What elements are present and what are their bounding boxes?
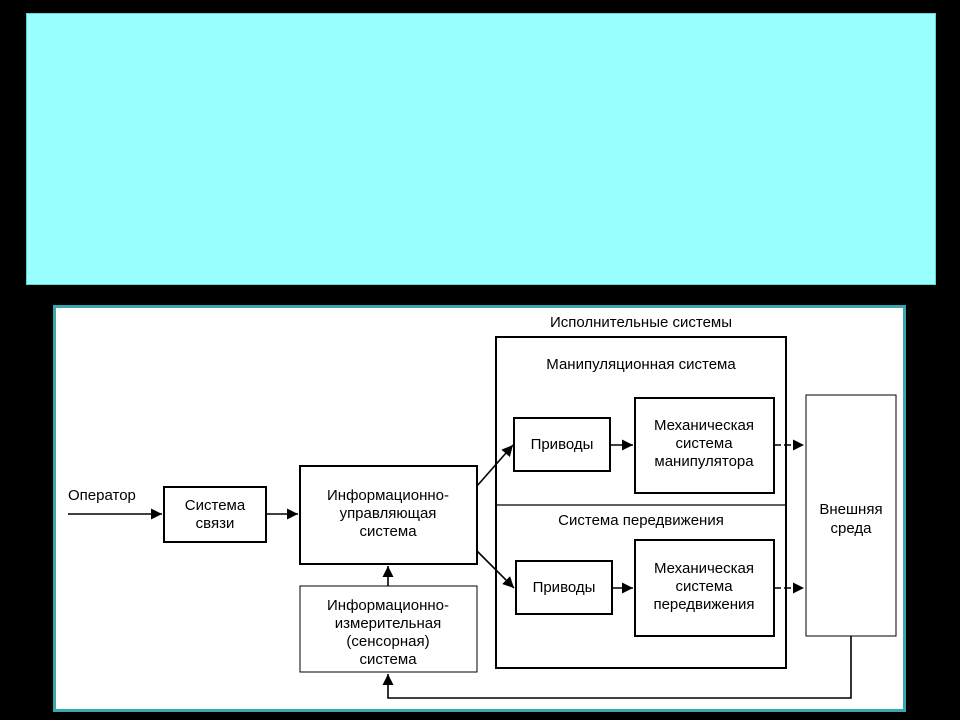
node-text-line: Приводы (531, 436, 594, 453)
locomotion-system-label: Система передвижения (558, 512, 724, 529)
node-text-line: система (675, 578, 733, 595)
edge-environment-feedback-to-sensor (382, 636, 852, 699)
node-text-line: Информационно- (327, 597, 449, 614)
drives-manipulator-node: Приводы (513, 417, 611, 472)
mechanical-manipulator-node: Механическая система манипулятора (634, 397, 775, 494)
executive-systems-label: Исполнительные системы (550, 314, 732, 331)
environment-node: Внешняя среда (805, 394, 897, 637)
node-text-line: система (359, 523, 417, 540)
node-text-line: Механическая (654, 560, 754, 577)
sensor-system-node: Информационно- измерительная (сенсорная)… (299, 585, 478, 673)
operator-label: Оператор (68, 487, 136, 504)
sensor-system-box (299, 585, 478, 673)
node-text-line: манипулятора (654, 453, 754, 470)
node-text-line: передвижения (653, 596, 754, 613)
robot-structure-diagram: Исполнительные системы Манипуляционная с… (68, 314, 897, 699)
node-text-line: (сенсорная) (346, 633, 429, 650)
node-text-line: система (359, 651, 417, 668)
edge-control-to-drives-manipulator (476, 444, 514, 487)
node-text-line: управляющая (340, 505, 437, 522)
node-text-line: среда (831, 520, 873, 537)
drives-locomotion-box (515, 560, 613, 615)
node-text-line: Информационно- (327, 487, 449, 504)
executive-systems-group (495, 336, 787, 669)
node-text-line: Механическая (654, 417, 754, 434)
control-system-box (299, 465, 478, 565)
mechanical-locomotion-box (634, 539, 775, 637)
node-text-line: измерительная (335, 615, 442, 632)
mechanical-locomotion-node: Механическая система передвижения (634, 539, 775, 637)
node-text-line: система (675, 435, 733, 452)
drives-locomotion-node: Приводы (515, 560, 613, 615)
control-system-node: Информационно- управляющая система (299, 465, 478, 565)
communication-node: Система связи (163, 486, 267, 543)
title-panel (26, 13, 936, 285)
communication-box (163, 486, 267, 543)
node-text-line: Приводы (533, 579, 596, 596)
node-text-line: Внешняя (819, 501, 882, 518)
diagram-frame: Исполнительные системы Манипуляционная с… (53, 305, 906, 712)
node-text-line: связи (196, 515, 235, 532)
manipulation-system-label: Манипуляционная система (546, 356, 736, 373)
node-text-line: Система (185, 497, 246, 514)
drives-manipulator-box (513, 417, 611, 472)
environment-box (805, 394, 897, 637)
edge-control-to-drives-locomotion (476, 550, 515, 589)
